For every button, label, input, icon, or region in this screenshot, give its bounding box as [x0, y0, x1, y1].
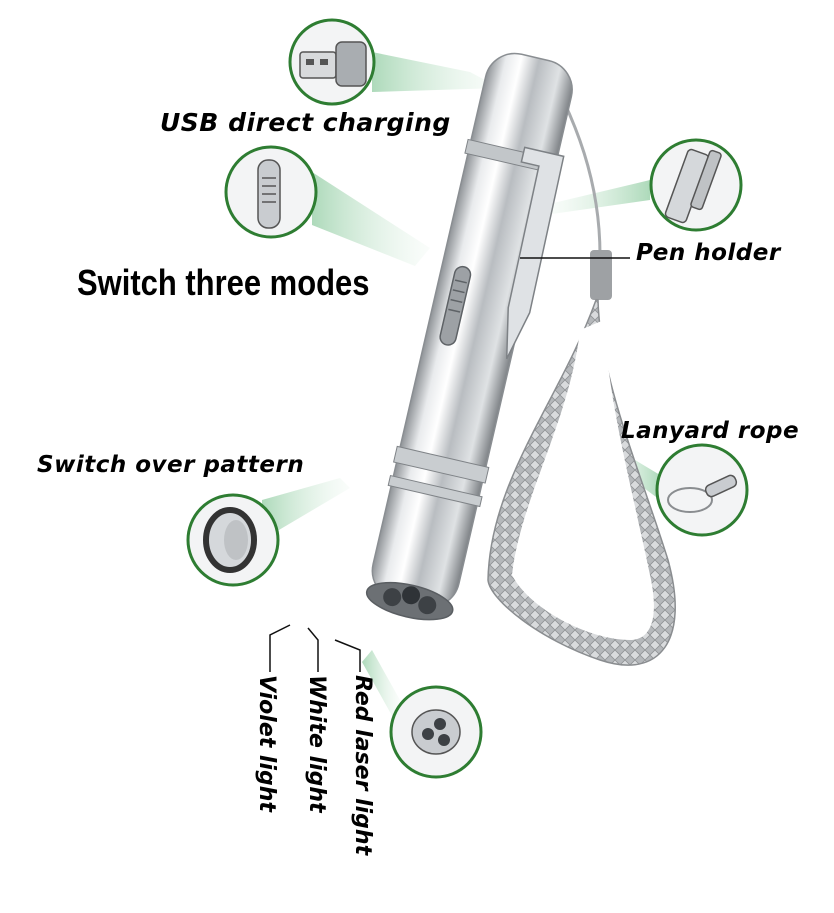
flashlight-ring-low — [387, 474, 483, 508]
light-pointers — [269, 624, 361, 672]
detail-circle-pen-holder — [649, 138, 743, 232]
label-usb-charging: USB direct charging — [160, 108, 451, 137]
label-switch-three-modes: Switch three modes — [77, 262, 370, 303]
label-violet-light: Violet light — [254, 675, 279, 812]
beam-head — [362, 650, 400, 730]
beam-pattern — [262, 478, 350, 540]
label-lanyard-rope: Lanyard rope — [621, 418, 800, 444]
flashlight-ring-mid — [393, 445, 490, 484]
label-switch-over-pattern: Switch over pattern — [37, 452, 305, 478]
detail-circle-lanyard — [655, 443, 749, 537]
mode-switch — [439, 265, 472, 346]
detail-circle-usb — [288, 18, 376, 106]
beam-group — [262, 52, 660, 730]
beam-switch — [312, 172, 430, 266]
lanyard-rope — [487, 69, 676, 666]
beam-pen — [545, 180, 650, 215]
label-white-light: White light — [304, 675, 329, 813]
detail-circle-pattern — [186, 493, 280, 587]
label-red-laser-light: Red laser light — [350, 675, 375, 856]
label-pen-holder: Pen holder — [636, 240, 781, 266]
detail-circle-head — [389, 685, 483, 779]
pen-clip — [505, 146, 565, 360]
flashlight — [365, 52, 573, 621]
beam-usb — [372, 52, 500, 92]
detail-circle-switch — [224, 145, 318, 239]
